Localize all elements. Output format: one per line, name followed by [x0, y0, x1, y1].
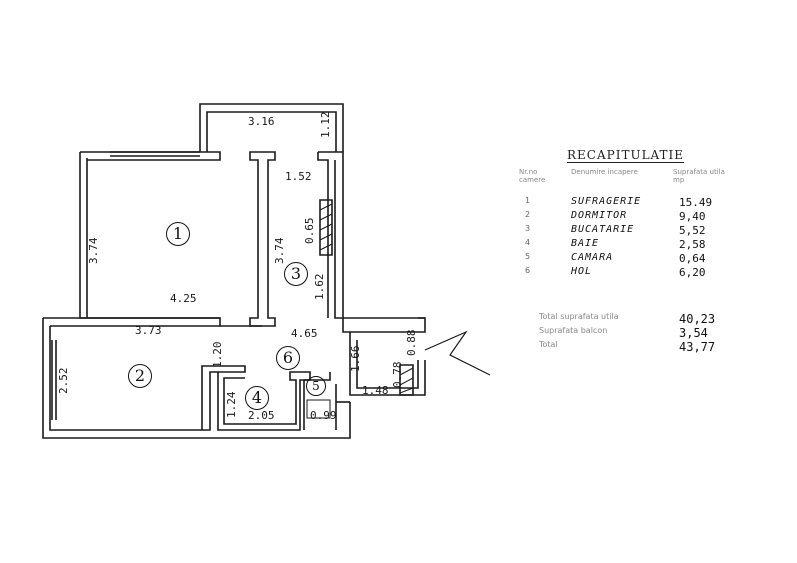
table-row: 3 BUCATARIE 5,52: [513, 224, 741, 238]
dim-label: 0.65: [303, 217, 316, 245]
dim-label: 3.74: [273, 237, 286, 265]
table-title: RECAPITULATIE: [567, 148, 685, 163]
recapitulation-table: RECAPITULATIE Nr.no camere Denumire inca…: [513, 140, 741, 370]
room-number: 3: [284, 262, 308, 286]
partition-wall: [249, 151, 276, 327]
row-index: 4: [525, 238, 531, 247]
total-label: Total: [539, 340, 558, 349]
room-number: 6: [276, 346, 300, 370]
dim-label: 1.48: [362, 384, 389, 397]
column-header: Denumire incapere: [571, 168, 638, 176]
room-number: 4: [245, 386, 269, 410]
total-value: 43,77: [679, 340, 716, 354]
table-row: 1 SUFRAGERIE 15.49: [513, 196, 741, 210]
room-name: BAIE: [571, 238, 600, 249]
dim-label: 3.73: [135, 324, 162, 337]
table-row: 6 HOL 6,20: [513, 266, 741, 280]
room-number: 5: [306, 376, 326, 396]
dim-label: 0.78: [391, 361, 404, 389]
room-2-wall: [42, 318, 351, 439]
window: [110, 151, 200, 161]
dim-label: 0.99: [310, 409, 337, 422]
total-label: Total suprafata utila: [539, 312, 619, 321]
balcony-wall: [199, 103, 344, 152]
room-name: CAMARA: [571, 252, 614, 263]
dim-label: 2.52: [57, 367, 70, 395]
row-index: 1: [525, 196, 531, 205]
total-row: Total suprafata utila 40,23: [513, 312, 741, 326]
column-header: Nr.no camere: [519, 168, 546, 184]
dim-label: 1.52: [285, 170, 312, 183]
total-value: 3,54: [679, 326, 708, 340]
room-area: 0,64: [679, 252, 706, 265]
dim-label: 4.25: [170, 292, 197, 305]
room-area: 2,58: [679, 238, 706, 251]
row-index: 2: [525, 210, 531, 219]
room-number: 1: [166, 222, 190, 246]
row-index: 3: [525, 224, 531, 233]
total-label: Suprafata balcon: [539, 326, 608, 335]
room-area: 6,20: [679, 266, 706, 279]
total-row: Total 43,77: [513, 340, 741, 354]
room-area: 15.49: [679, 196, 713, 209]
row-index: 5: [525, 252, 531, 261]
total-value: 40,23: [679, 312, 716, 326]
column-header: Suprafata utila mp: [673, 168, 725, 184]
dim-label: 1.20: [211, 341, 224, 369]
dim-label: 1.12: [319, 111, 332, 139]
dim-label: 3.74: [87, 237, 100, 265]
dim-label: 2.05: [248, 409, 275, 422]
dim-label: 3.16: [248, 115, 275, 128]
kitchen-wall: [318, 151, 426, 333]
room-name: HOL: [571, 266, 593, 277]
dim-label: 1.62: [313, 273, 326, 301]
dim-label: 0.88: [405, 329, 418, 357]
table-row: 4 BAIE 2,58: [513, 238, 741, 252]
room-name: BUCATARIE: [571, 224, 635, 235]
dim-label: 1.24: [225, 391, 238, 419]
dim-label: 4.65: [291, 327, 318, 340]
room-area: 9,40: [679, 210, 706, 223]
room-area: 5,52: [679, 224, 706, 237]
table-row: 5 CAMARA 0,64: [513, 252, 741, 266]
room-name: SUFRAGERIE: [571, 196, 642, 207]
table-row: 2 DORMITOR 9,40: [513, 210, 741, 224]
bathroom-wall: [217, 371, 311, 431]
entrance-arrow: [424, 330, 491, 376]
room-name: DORMITOR: [571, 210, 628, 221]
total-row: Suprafata balcon 3,54: [513, 326, 741, 340]
dim-label: 1.66: [349, 345, 362, 373]
room-number: 2: [128, 364, 152, 388]
row-index: 6: [525, 266, 531, 275]
